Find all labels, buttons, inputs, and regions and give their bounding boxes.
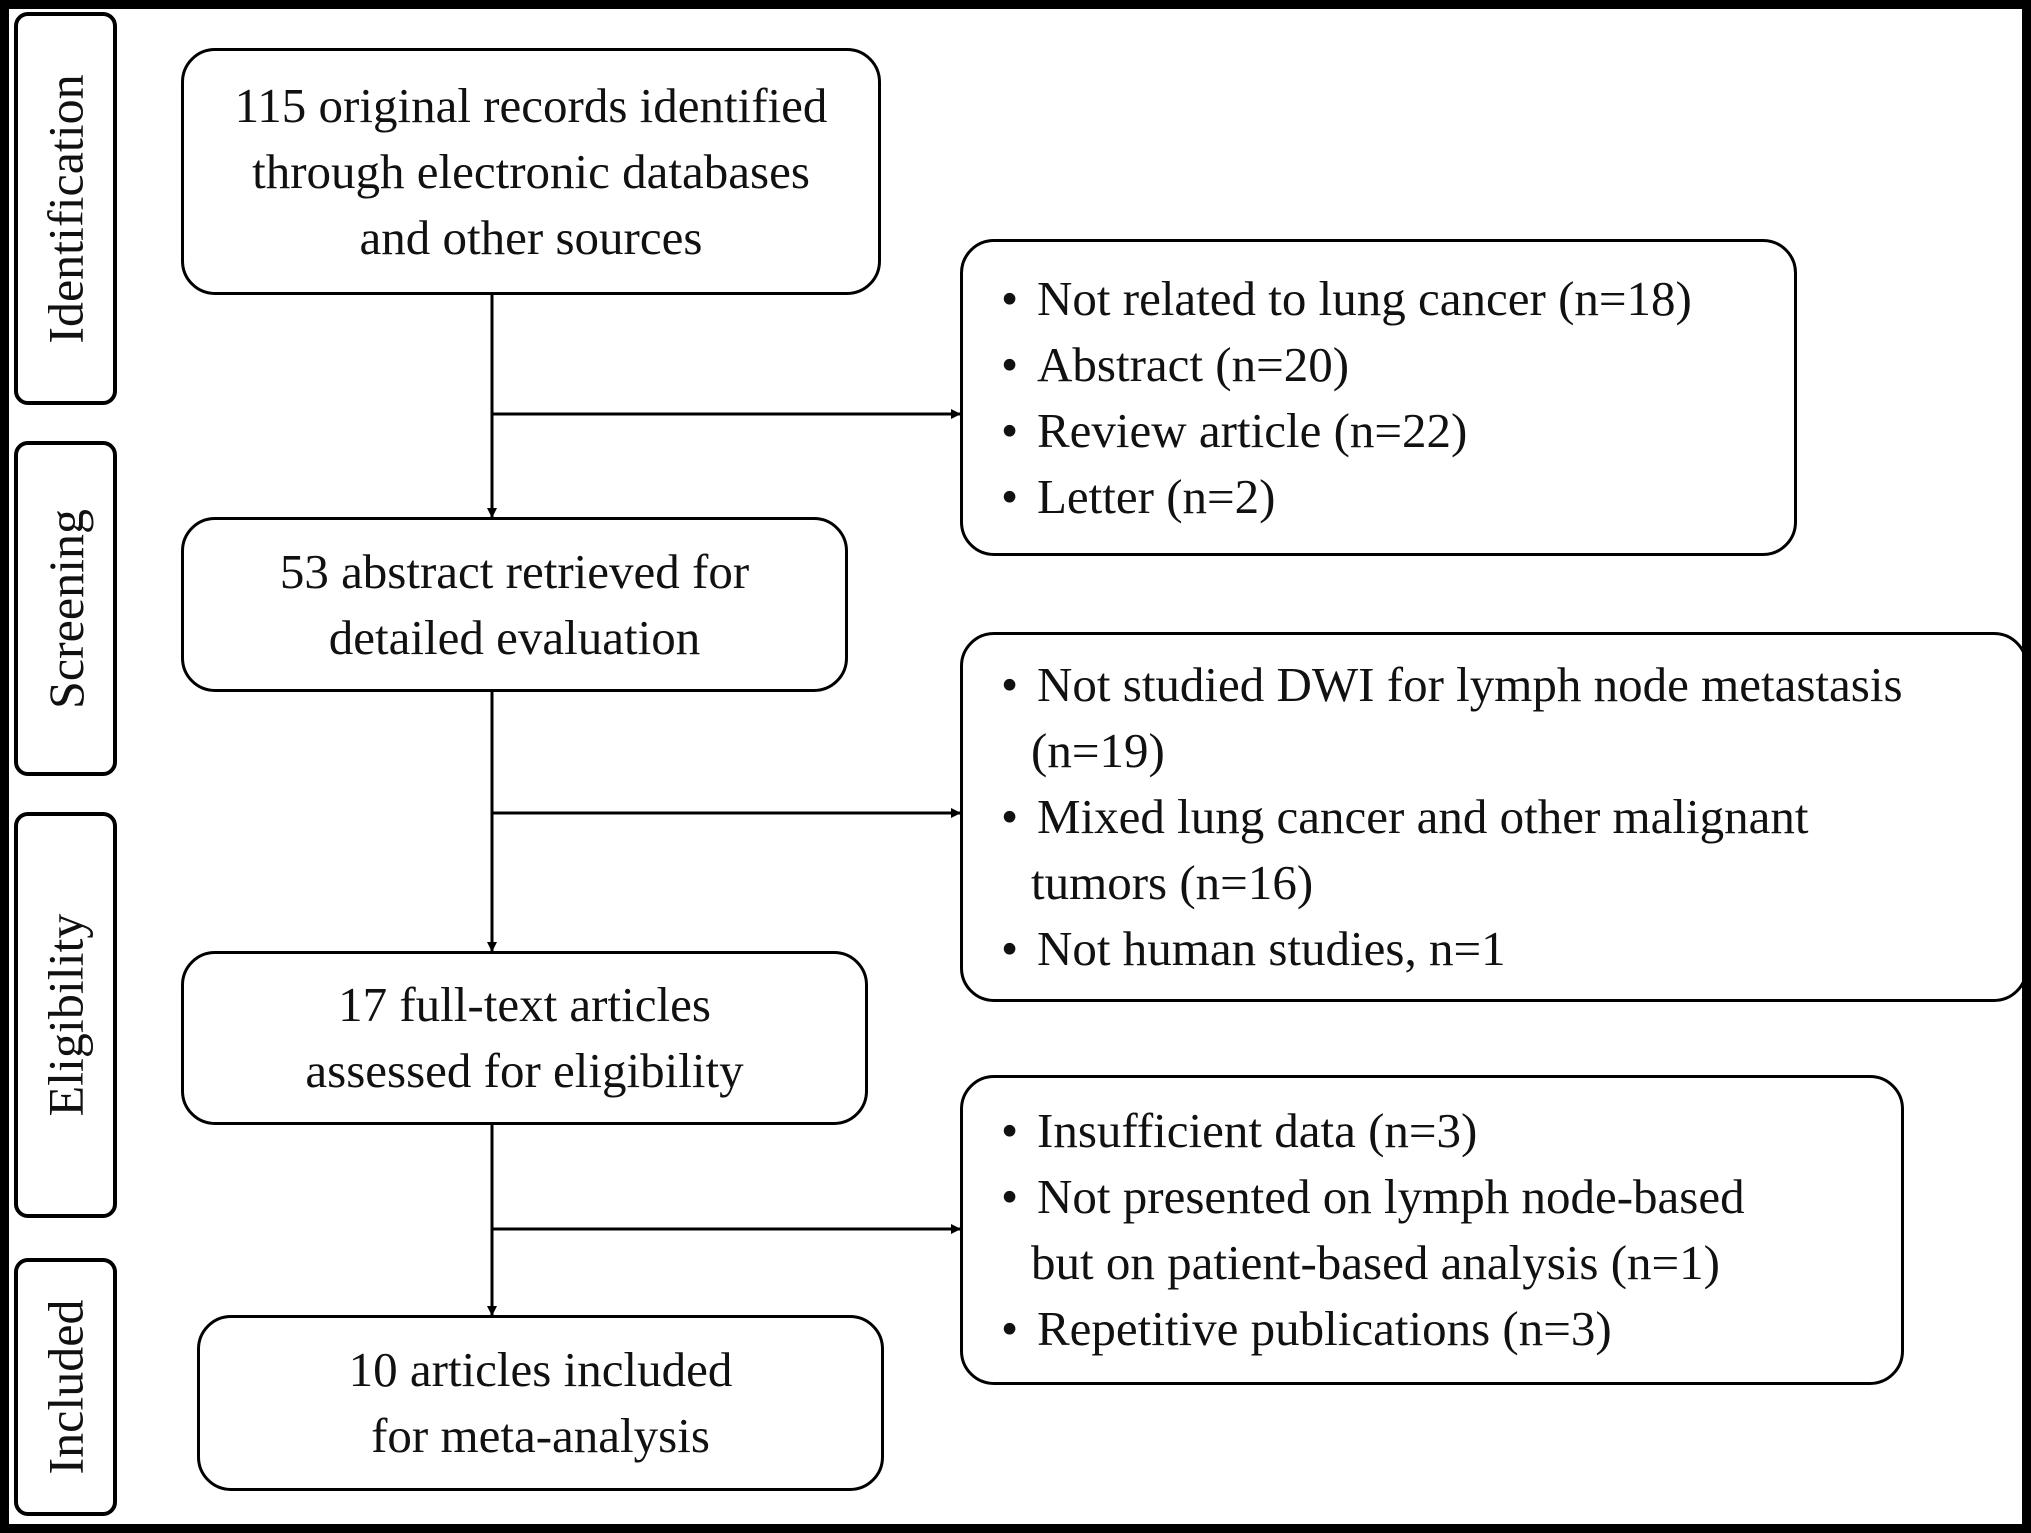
- bullet-icon: •: [1001, 270, 1019, 326]
- flow-connectors: [487, 295, 961, 1316]
- exclusion-text: Not related to lung cancer (n=18): [1037, 270, 1692, 326]
- exclusion-box-first: • Not related to lung cancer (n=18) • Abst…: [960, 239, 1797, 556]
- exclusion-text: Insufficient data (n=3): [1037, 1103, 1478, 1158]
- records-line-1: 115 original records identified: [234, 77, 828, 133]
- bullet-icon: •: [1001, 657, 1019, 712]
- records-line-3: and other sources: [359, 209, 703, 265]
- exclusion-text: Letter (n=2): [1037, 468, 1276, 524]
- included-line-2: for meta-analysis: [371, 1408, 710, 1463]
- fulltext-assessed-box: 17 full-text articles assessed for eligi…: [181, 951, 868, 1125]
- exclusion-text: Mixed lung cancer and other malignant: [1037, 789, 1809, 844]
- exclusion-item: • Not studied DWI for lymph node metastas…: [1001, 652, 1903, 718]
- exclusion-item: • Not presented on lymph node-based: [1001, 1164, 1745, 1230]
- bullet-icon: •: [1001, 468, 1019, 524]
- included-line-1: 10 articles included: [348, 1342, 733, 1397]
- included-box: 10 articles included for meta-analysis: [197, 1315, 884, 1491]
- exclusion-item: • Not human studies, n=1: [1001, 916, 1506, 982]
- exclusion-box-second: • Not studied DWI for lymph node metastas…: [960, 632, 2022, 1002]
- fulltext-line-1: 17 full-text articles: [338, 977, 711, 1032]
- fulltext-line-2: assessed for eligibility: [305, 1043, 744, 1098]
- bullet-icon: •: [1001, 921, 1019, 976]
- abstracts-line-2: detailed evaluation: [328, 609, 701, 665]
- exclusion-text-continued: tumors (n=16): [1031, 855, 1314, 910]
- exclusion-text: Not human studies, n=1: [1037, 921, 1506, 976]
- exclusion-item: • Letter (n=2): [1001, 464, 1276, 530]
- stage-screening: Screening: [14, 441, 117, 776]
- stage-eligibility-label: Eligibility: [37, 913, 94, 1117]
- exclusion-item: • Insufficient data (n=3): [1001, 1098, 1477, 1164]
- exclusion-item: • Not related to lung cancer (n=18): [1001, 266, 1692, 332]
- abstracts-line-1: 53 abstract retrieved for: [279, 543, 750, 599]
- abstracts-retrieved-box: 53 abstract retrieved for detailed evalu…: [181, 517, 848, 692]
- exclusion-item: • Abstract (n=20): [1001, 332, 1349, 398]
- exclusion-text: Repetitive publications (n=3): [1037, 1301, 1612, 1356]
- exclusion-text-continued: (n=19): [1031, 723, 1165, 778]
- records-identified-box: 115 original records identified through …: [181, 48, 881, 295]
- bullet-icon: •: [1001, 336, 1019, 392]
- bullet-icon: •: [1001, 1103, 1019, 1158]
- bullet-icon: •: [1001, 402, 1019, 458]
- stage-included: Included: [14, 1258, 117, 1516]
- records-line-2: through electronic databases: [252, 143, 810, 199]
- stage-eligibility: Eligibility: [14, 812, 117, 1218]
- exclusion-text-continued: but on patient-based analysis (n=1): [1031, 1235, 1720, 1290]
- bullet-icon: •: [1001, 1169, 1019, 1224]
- exclusion-box-third: • Insufficient data (n=3) • Not presented …: [960, 1075, 1904, 1385]
- stage-screening-label: Screening: [37, 508, 94, 709]
- exclusion-text: Abstract (n=20): [1037, 336, 1350, 392]
- exclusion-item: • Mixed lung cancer and other malignant: [1001, 784, 1809, 850]
- stage-identification: Identification: [14, 12, 117, 405]
- bullet-icon: •: [1001, 1301, 1019, 1356]
- exclusion-text: Not presented on lymph node-based: [1037, 1169, 1745, 1224]
- exclusion-text: Not studied DWI for lymph node metastasi…: [1037, 657, 1903, 712]
- bullet-icon: •: [1001, 789, 1019, 844]
- exclusion-item: • Repetitive publications (n=3): [1001, 1296, 1612, 1362]
- exclusion-text: Review article (n=22): [1037, 402, 1468, 458]
- exclusion-item: • Review article (n=22): [1001, 398, 1467, 464]
- stage-identification-label: Identification: [37, 73, 94, 344]
- stage-included-label: Included: [37, 1299, 94, 1475]
